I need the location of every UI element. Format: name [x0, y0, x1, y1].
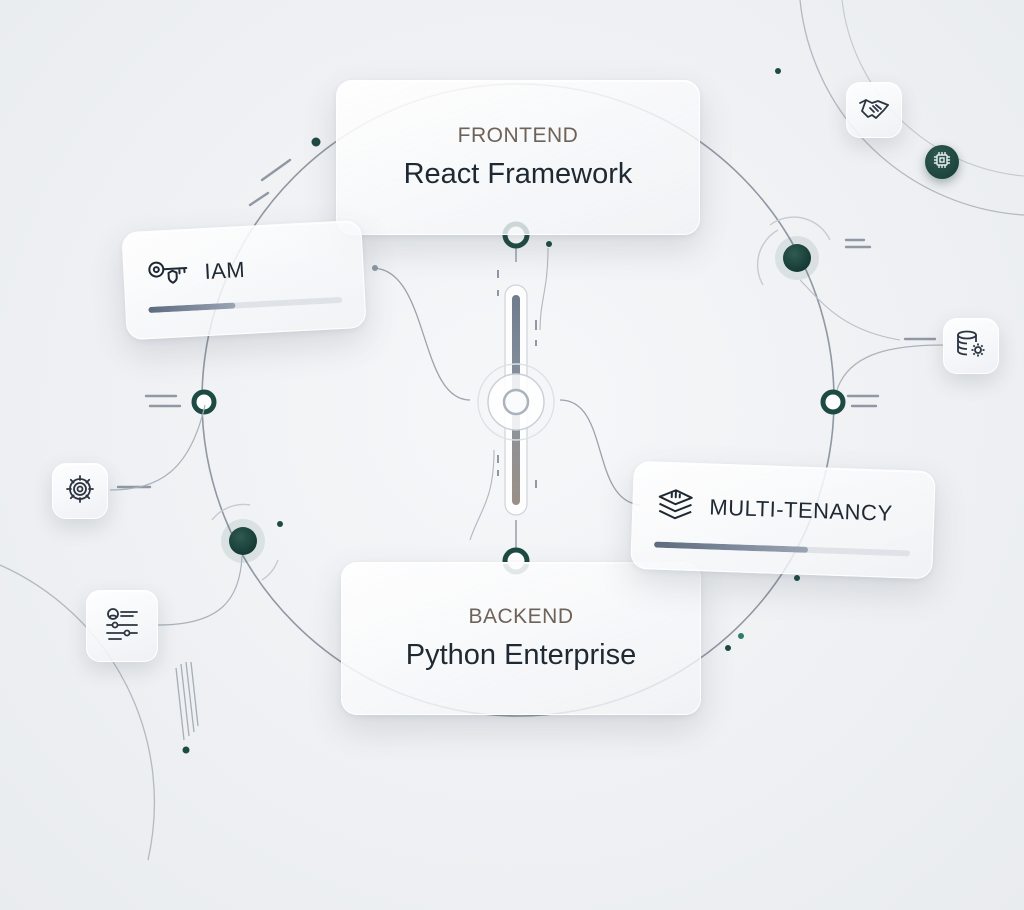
connector-tile-database	[836, 344, 946, 391]
ring-dot	[794, 575, 800, 581]
ring-dot	[277, 521, 283, 527]
ring-dot	[311, 137, 321, 147]
connector-upper-right	[799, 279, 901, 341]
connector-iam-center	[371, 267, 471, 401]
connector-center-tenancy	[559, 399, 641, 506]
multi-tenancy-card[interactable]: MULTI-TENANCY	[630, 460, 936, 580]
chip-icon	[933, 151, 951, 174]
ring-dot	[725, 645, 731, 651]
center-ring-outer	[477, 363, 555, 441]
database-gear-icon	[955, 329, 987, 364]
iam-progress-bar	[148, 296, 343, 313]
connector-mid-right	[539, 247, 549, 331]
ring-dot	[546, 241, 552, 247]
backend-title: Python Enterprise	[405, 639, 637, 671]
frontend-title: React Framework	[403, 158, 633, 190]
ring-dot	[775, 68, 781, 74]
ring-node-left	[191, 389, 217, 415]
center-hub	[502, 388, 530, 416]
iam-label: IAM	[203, 256, 246, 285]
frontend-kicker: FRONTEND	[457, 124, 579, 147]
frontend-card[interactable]: FRONTEND React Framework	[336, 80, 700, 235]
backend-card[interactable]: BACKEND Python Enterprise	[341, 562, 701, 715]
layers-chart-icon	[655, 484, 696, 528]
gear-icon	[64, 473, 96, 510]
ring-dot	[372, 265, 378, 271]
ring-dot	[738, 633, 744, 639]
vertical-hatch-bottom-left	[175, 661, 199, 741]
multi-tenancy-progress-fill	[653, 541, 808, 553]
database-gear-tile[interactable]	[943, 318, 999, 374]
multi-tenancy-label: MULTI-TENANCY	[708, 494, 894, 526]
glow-node-upper-right	[756, 216, 831, 286]
iam-progress-fill	[148, 301, 236, 313]
deco-arc-bottom-left	[0, 564, 156, 861]
ring-node-right	[820, 389, 846, 415]
user-sliders-icon	[103, 605, 141, 648]
gear-tile[interactable]	[52, 463, 108, 519]
connector-tile-user	[157, 555, 243, 626]
glow-node-lower-left	[211, 503, 279, 581]
center-ticks	[497, 270, 537, 488]
connector-tile-gear	[109, 404, 206, 491]
handshake-icon	[858, 95, 890, 126]
key-shield-icon	[146, 255, 192, 292]
user-sliders-tile[interactable]	[86, 590, 158, 662]
handshake-tile[interactable]	[846, 82, 902, 138]
iam-card[interactable]: IAM	[121, 219, 367, 341]
tick-group	[116, 158, 937, 489]
deco-arc-top-right	[799, 0, 1024, 216]
chip-node[interactable]	[925, 145, 959, 179]
multi-tenancy-progress-bar	[653, 541, 911, 556]
ring-dot	[182, 746, 190, 754]
backend-kicker: BACKEND	[468, 605, 574, 628]
connector-mid-left	[469, 449, 495, 541]
